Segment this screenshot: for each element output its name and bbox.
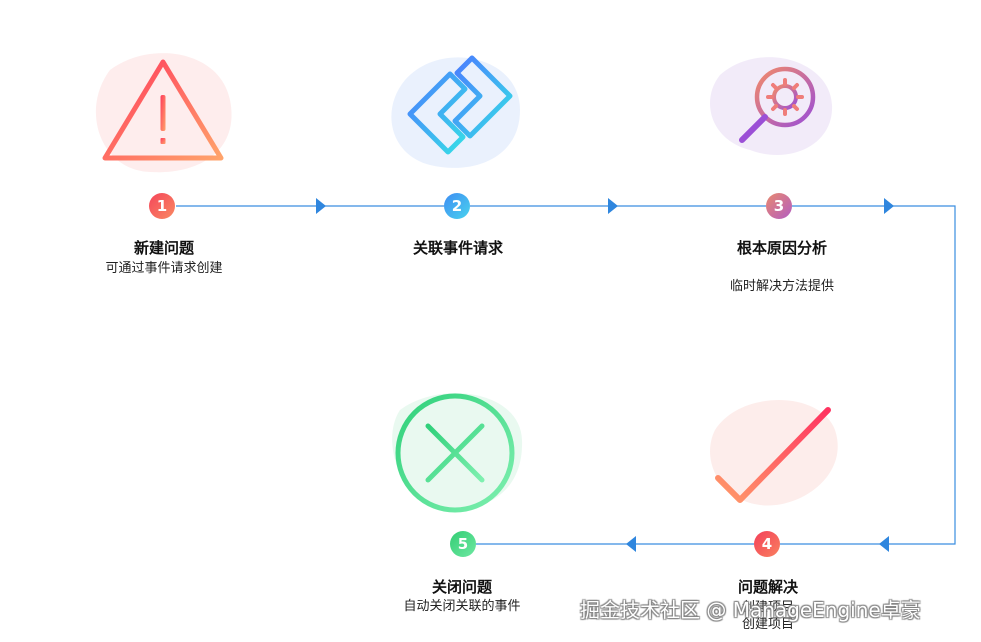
step-5-badge: 5 xyxy=(450,531,476,557)
watermark: 掘金技术社区 @ ManageEngine卓豪 xyxy=(580,598,921,622)
flow-arrowhead xyxy=(316,198,894,552)
step-3-title: 根本原因分析 xyxy=(736,239,828,257)
close-circle-icon xyxy=(395,393,515,513)
warning-triangle-icon xyxy=(102,59,224,161)
flow-connector xyxy=(176,205,956,545)
step-5-description: 自动关闭关联的事件 xyxy=(403,599,521,614)
magnifier-gear-icon xyxy=(739,66,816,143)
step-5-title: 关闭问题 xyxy=(431,578,493,596)
icon-backdrop-blob xyxy=(391,57,520,168)
step-3-badge: 3 xyxy=(766,193,792,219)
step-4-title: 问题解决 xyxy=(737,578,799,596)
step-4-badge: 4 xyxy=(754,531,780,557)
step-4-description: 创建项目 xyxy=(741,600,795,615)
step-1-badge: 1 xyxy=(149,193,175,219)
step-3-description: 临时解决方法提供 xyxy=(729,279,835,294)
step-1-title: 新建问题 xyxy=(133,239,195,257)
icon-backdrop-blob xyxy=(710,57,833,155)
step-4-description-2: 创建项目 xyxy=(741,617,795,632)
step-2-badge: 2 xyxy=(444,193,470,219)
step-1-description: 可通过事件请求创建 xyxy=(105,261,223,276)
icon-backdrop-blob xyxy=(710,400,838,506)
step-2-title: 关联事件请求 xyxy=(412,239,504,257)
checkmark-icon xyxy=(715,407,831,503)
chain-link-icon xyxy=(407,55,513,155)
